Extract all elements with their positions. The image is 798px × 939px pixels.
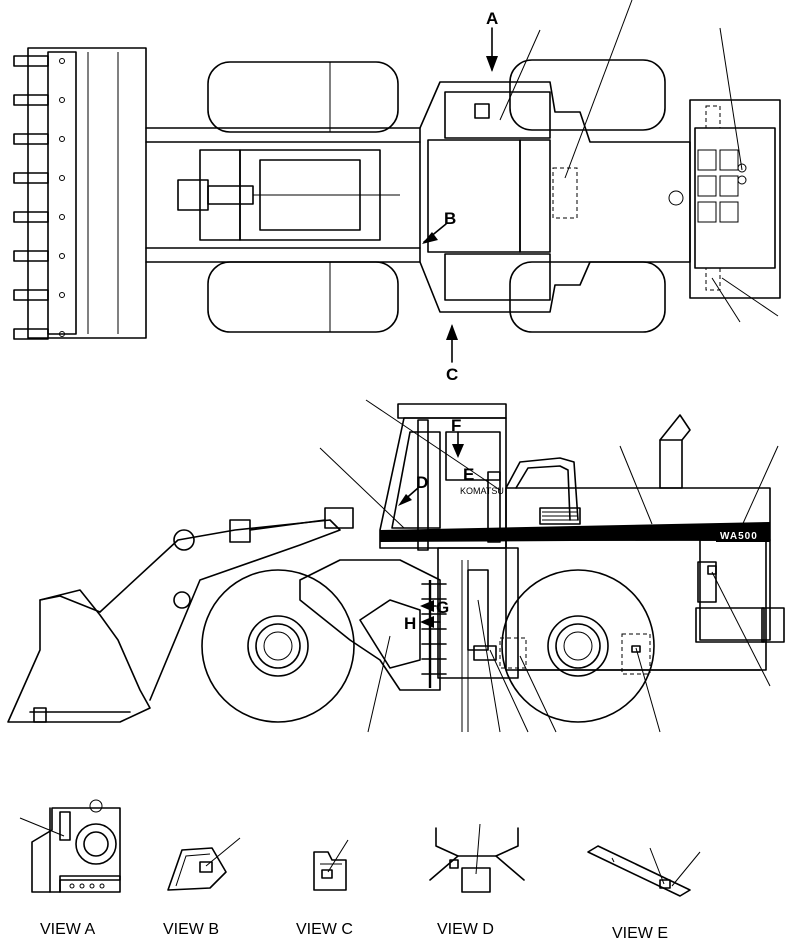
rear-wheel [501, 569, 655, 723]
view-e-caption: VIEW E [612, 925, 668, 939]
side-view: WA500 KOMATSU [7, 399, 785, 733]
arrow-e: E [463, 465, 474, 484]
bucket-tooth [13, 172, 49, 184]
front-left-tire [207, 61, 399, 133]
label-f: F [451, 416, 461, 435]
rear-right-tire [509, 261, 666, 333]
top-view-bucket [13, 47, 147, 340]
view-d-caption: VIEW D [437, 921, 494, 938]
top-view: A B C [13, 0, 781, 384]
side-view-cab: KOMATSU [379, 403, 507, 551]
brand-decal: KOMATSU [460, 486, 504, 496]
bucket-tooth [13, 55, 49, 67]
engine-grille [697, 201, 717, 223]
view-c-caption: VIEW C [296, 921, 353, 938]
engine-grille [697, 175, 717, 197]
label-a: A [486, 9, 498, 28]
bucket-tooth [13, 211, 49, 223]
bucket-bolt [59, 97, 65, 103]
top-view-boom [145, 127, 421, 263]
bucket-tooth [13, 133, 49, 145]
arrow-b: B [422, 209, 456, 244]
view-a-caption: VIEW A [40, 921, 95, 938]
label-d: D [416, 473, 428, 492]
side-view-leaders [319, 399, 779, 733]
cab-roof [427, 139, 521, 253]
model-decal: WA500 [720, 531, 758, 542]
arrow-g: G [420, 598, 449, 617]
bucket-bolt [59, 214, 65, 220]
view-d-detail: VIEW D [429, 823, 525, 938]
bucket-tooth [13, 94, 49, 106]
arrow-f: F [451, 416, 464, 458]
view-b-detail: VIEW B [163, 837, 241, 938]
bucket-tooth [13, 250, 49, 262]
engine-grille [697, 149, 717, 171]
top-view-leaders [499, 0, 779, 323]
side-view-frame [299, 539, 785, 691]
exhaust-stack [659, 439, 683, 489]
label-g: G [436, 598, 449, 617]
label-h: H [404, 614, 416, 633]
arrow-d: D [398, 473, 428, 506]
side-view-bucket [7, 589, 151, 723]
top-view-body [419, 81, 781, 313]
view-b-caption: VIEW B [163, 921, 219, 938]
view-e-detail: VIEW E [587, 845, 701, 939]
bucket-tooth [13, 289, 49, 301]
bucket-bolt [59, 136, 65, 142]
side-view-hood: WA500 [380, 414, 771, 542]
view-c-detail: VIEW C [296, 839, 353, 938]
front-wheel [201, 569, 355, 723]
label-c: C [446, 365, 458, 384]
side-view-boom [99, 507, 354, 701]
engine-grille [719, 175, 739, 197]
bucket-bolt [59, 292, 65, 298]
front-right-tire [207, 261, 399, 333]
bucket-bolt [59, 253, 65, 259]
arrow-a: A [486, 9, 498, 72]
bucket-tooth [13, 328, 49, 340]
arrow-h: H [404, 614, 441, 633]
bucket-bolt [59, 58, 65, 64]
label-b: B [444, 209, 456, 228]
arrow-c: C [446, 324, 458, 384]
rear-left-tire [509, 59, 666, 131]
label-e: E [463, 465, 474, 484]
view-a-detail: VIEW A [19, 799, 121, 938]
bucket-bolt [59, 175, 65, 181]
engine-grille [719, 149, 739, 171]
bucket-bolt [59, 331, 65, 337]
engine-grille [719, 201, 739, 223]
hood-stripe [380, 522, 770, 542]
